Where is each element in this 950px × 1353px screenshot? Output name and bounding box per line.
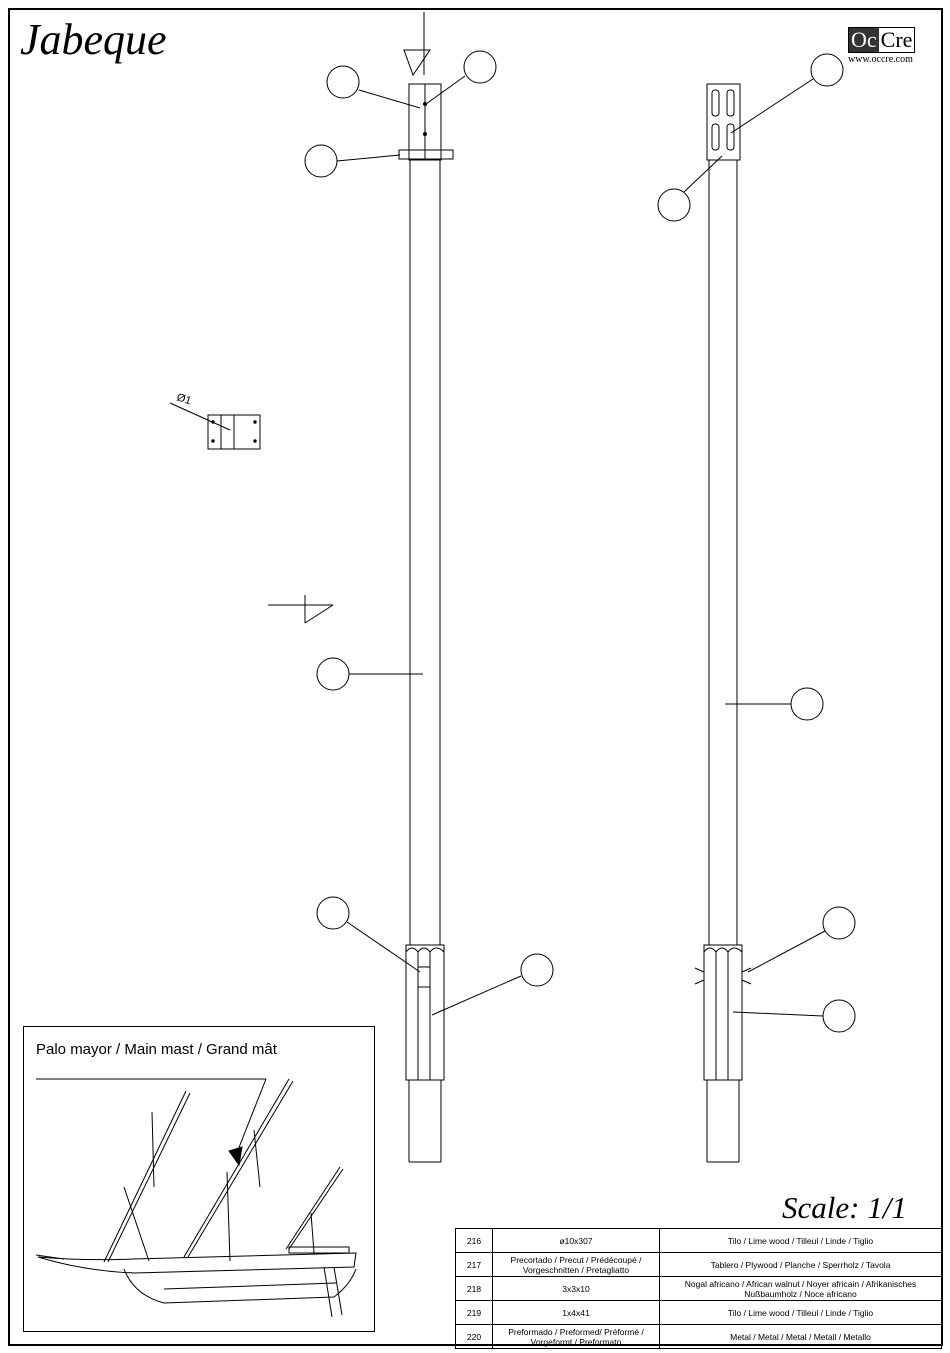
table-row: 220 Preformado / Preformed/ Préformé / V… bbox=[455, 1324, 942, 1349]
table-row: 217 Precortado / Precut / Prédécoupé / V… bbox=[455, 1252, 942, 1277]
callout-circle bbox=[657, 188, 691, 222]
part-material: Tilo / Lime wood / Tilleul / Linde / Tig… bbox=[659, 1228, 942, 1253]
left-mast bbox=[398, 12, 454, 1163]
callout-circle bbox=[304, 144, 338, 178]
page-title: Jabeque bbox=[20, 15, 167, 64]
callout-circle bbox=[316, 657, 350, 691]
part-number: 218 bbox=[455, 1276, 493, 1301]
detail-part bbox=[169, 402, 261, 450]
callout-circle bbox=[463, 50, 497, 84]
parts-table: 216 ø10x307 Tilo / Lime wood / Tilleul /… bbox=[455, 1228, 942, 1349]
part-material: Metal / Metal / Metal / Metall / Metallo bbox=[659, 1324, 942, 1349]
part-dimensions: Preformado / Preformed/ Préformé / Vorge… bbox=[492, 1324, 660, 1349]
logo-url: www.occre.com bbox=[848, 54, 913, 65]
part-material: Tilo / Lime wood / Tilleul / Linde / Tig… bbox=[659, 1300, 942, 1325]
part-dimensions: ø10x307 bbox=[492, 1228, 660, 1253]
ship-illustration bbox=[35, 1078, 357, 1318]
section-mark bbox=[268, 595, 334, 624]
part-number: 216 bbox=[455, 1228, 493, 1253]
inset-label: Palo mayor / Main mast / Grand mât bbox=[36, 1041, 277, 1058]
part-dimensions: 1x4x41 bbox=[492, 1300, 660, 1325]
right-mast bbox=[694, 83, 752, 1163]
part-material: Tablero / Plywood / Planche / Sperrholz … bbox=[659, 1252, 942, 1277]
dimension-label: Ø1 bbox=[175, 391, 193, 407]
table-row: 218 3x3x10 Nogal africano / African waln… bbox=[455, 1276, 942, 1301]
table-row: 219 1x4x41 Tilo / Lime wood / Tilleul / … bbox=[455, 1300, 942, 1325]
part-number: 220 bbox=[455, 1324, 493, 1349]
callout-circle bbox=[822, 906, 856, 940]
part-material: Nogal africano / African walnut / Noyer … bbox=[659, 1276, 942, 1301]
callouts bbox=[304, 50, 856, 1033]
part-number: 219 bbox=[455, 1300, 493, 1325]
callout-circle bbox=[326, 65, 360, 99]
table-row: 216 ø10x307 Tilo / Lime wood / Tilleul /… bbox=[455, 1228, 942, 1253]
callout-circle bbox=[316, 896, 350, 930]
scale-label: Scale: 1/1 bbox=[782, 1190, 907, 1225]
part-dimensions: 3x3x10 bbox=[492, 1276, 660, 1301]
part-number: 217 bbox=[455, 1252, 493, 1277]
logo-part-1: Oc bbox=[849, 27, 879, 52]
callout-circle bbox=[790, 687, 824, 721]
callout-circle bbox=[822, 999, 856, 1033]
part-dimensions: Precortado / Precut / Prédécoupé / Vorge… bbox=[492, 1252, 660, 1277]
logo-part-2: Cre bbox=[878, 27, 915, 52]
inset-panel: Palo mayor / Main mast / Grand mât bbox=[23, 1026, 375, 1332]
callout-circle bbox=[810, 53, 844, 87]
callout-circle bbox=[520, 953, 554, 987]
